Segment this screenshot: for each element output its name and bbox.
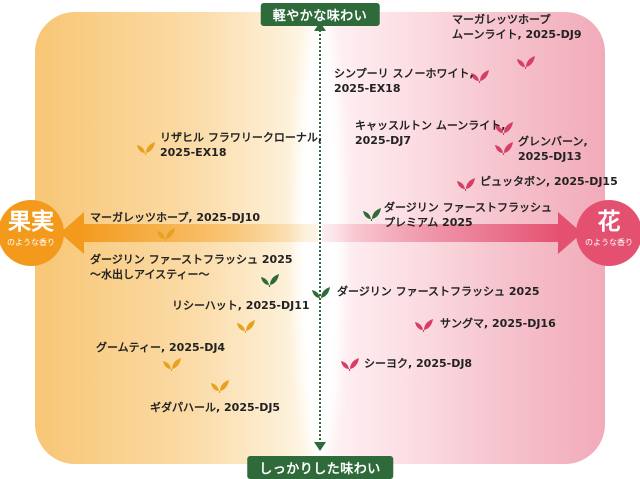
tea-item-label: マーガレッツホープ, 2025-DJ10 [90,210,260,225]
tea-item-label: ダージリン ファーストフラッシュプレミアム 2025 [384,200,552,230]
tea-item-label: キャッスルトン ムーンライト, 2025-DJ7 [355,118,505,148]
tea-item-label: マーガレッツホープムーンライト, 2025-DJ9 [452,12,582,42]
tea-leaf-icon [136,140,156,155]
tea-item-label-line: グームティー, 2025-DJ4 [96,341,226,354]
tea-item-label: シーヨク, 2025-DJ8 [364,356,472,371]
fruity-pole-title: 果実 [8,209,54,235]
tea-item-label-line: グレンバーン, [518,135,588,148]
tea-item-label-line: リザヒル フラワリークローナル, [160,131,323,144]
tea-leaf-icon [456,176,476,191]
light-taste-label: 軽やかな味わい [260,3,380,26]
tea-leaf-icon [236,318,256,333]
tea-leaf-icon [340,356,360,371]
tea-item-label-line: ～水出しアイスティー～ [90,268,210,281]
tea-leaf-icon [494,120,514,135]
tea-item-label-line: 2025-DJ7 [355,134,412,147]
tea-item-label: サングマ, 2025-DJ16 [440,316,556,331]
tea-item-label-line: ダージリン ファーストフラッシュ 2025 [337,285,540,298]
tea-item-label: ギダパハール, 2025-DJ5 [150,400,280,415]
tea-item-label-line: プレミアム 2025 [384,216,473,229]
floral-pole-title: 花 [597,209,621,235]
tea-item-label: グームティー, 2025-DJ4 [96,340,225,355]
fruity-axis-arrow-head [60,212,84,254]
tea-item-label-line: ムーンライト, 2025-DJ9 [452,28,582,41]
light-taste-arrowhead [314,22,326,31]
tea-item-label: リシーハット, 2025-DJ11 [172,298,310,313]
taste-axis-line [319,30,321,444]
tea-item-label: ダージリン ファーストフラッシュ 2025 [337,284,540,299]
tea-leaf-icon [162,356,182,371]
tea-item-label-line: ギダパハール, 2025-DJ5 [150,401,281,414]
tea-item-label-line: ピュッタボン, 2025-DJ15 [480,175,618,188]
tea-leaf-icon [494,140,514,155]
tea-leaf-icon [260,272,280,287]
tea-item-label-line: キャッスルトン ムーンライト, [355,119,506,132]
fruity-aroma-pole: 果実 のような香り [0,200,64,266]
floral-aroma-pole: 花 のような香り [576,200,640,266]
tea-item-label-line: マーガレッツホープ [452,13,551,26]
tea-item-label: シンプーリ スノーホワイト, 2025-EX18 [334,66,474,96]
floral-axis-arrow-shaft [322,224,562,242]
tea-item-label: ダージリン ファーストフラッシュ 2025 ～水出しアイスティー～ [90,252,293,282]
tea-leaf-icon [362,206,382,221]
tea-item-label-line: サングマ, 2025-DJ16 [440,317,556,330]
tea-item-label: グレンバーン, 2025-DJ13 [518,134,588,164]
tea-item-label-line: シーヨク, 2025-DJ8 [364,357,473,370]
floral-pole-subtitle: のような香り [585,238,633,247]
tea-leaf-icon [414,317,434,332]
tea-item-label-line: マーガレッツホープ, 2025-DJ10 [90,211,261,224]
tea-leaf-icon [210,378,230,393]
tea-item-label-line: リシーハット, 2025-DJ11 [172,299,310,312]
tea-item-label: ピュッタボン, 2025-DJ15 [480,174,618,189]
tea-leaf-icon [470,68,490,83]
fruity-axis-arrow-shaft [78,224,318,242]
tea-leaf-icon [516,54,536,69]
strong-taste-arrowhead [314,442,326,451]
tea-leaf-icon [311,285,331,300]
tea-item-label-line: 2025-DJ13 [518,150,582,163]
tea-leaf-icon [156,226,176,241]
tea-item-label-line: 2025-EX18 [334,82,401,95]
tea-item-label-line: ダージリン ファーストフラッシュ 2025 [90,253,293,266]
tea-item-label-line: シンプーリ スノーホワイト, [334,67,474,80]
tea-item-label: リザヒル フラワリークローナル, 2025-EX18 [160,130,322,160]
tea-item-label-line: 2025-EX18 [160,146,227,159]
tea-item-label-line: ダージリン ファーストフラッシュ [384,201,553,214]
strong-taste-label: しっかりした味わい [247,456,393,479]
fruity-pole-subtitle: のような香り [7,238,55,247]
